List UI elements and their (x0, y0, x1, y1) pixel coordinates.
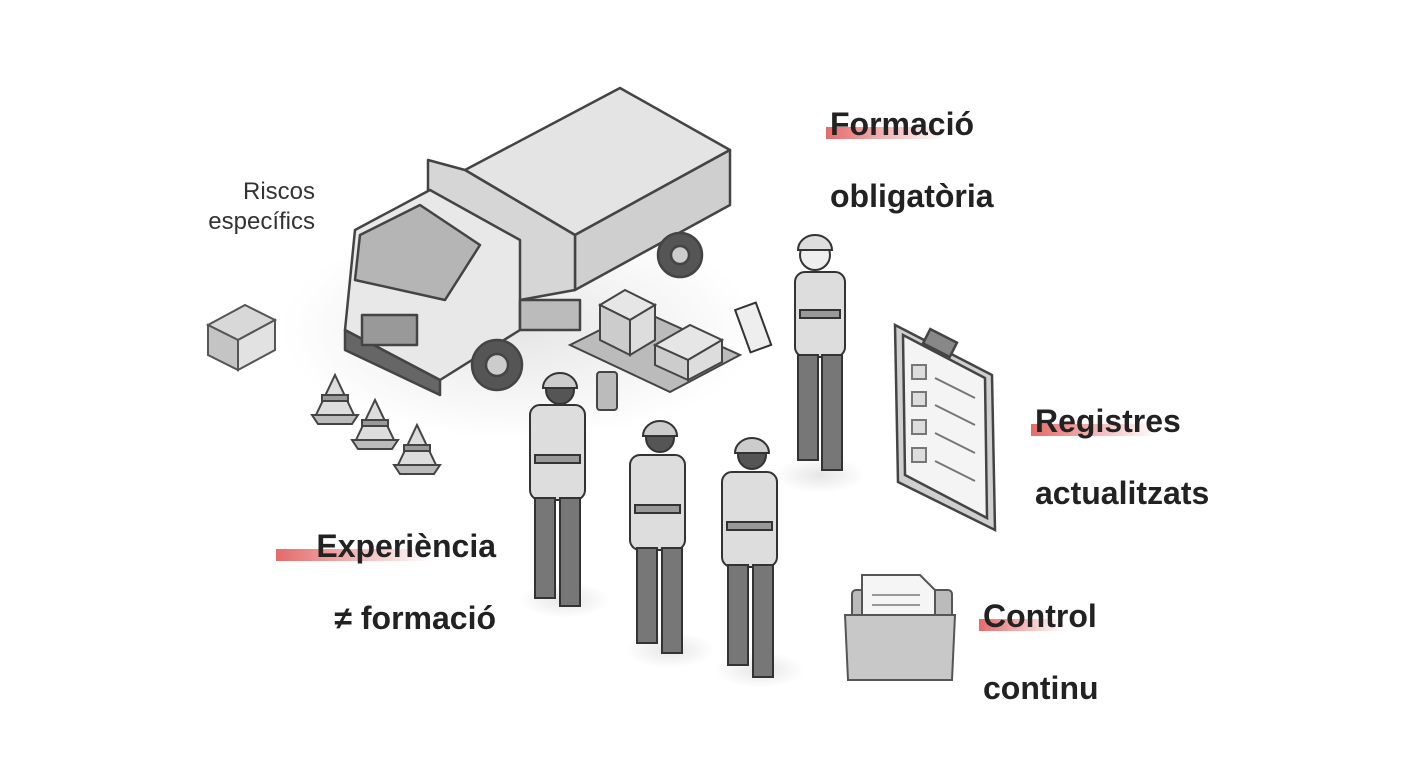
label-risks: Riscos específics (175, 177, 315, 237)
records-line2: actualitzats (1035, 475, 1210, 512)
pallet-boxes-icon (567, 288, 743, 411)
label-records: Registres actualitzats (1030, 403, 1210, 512)
truck-icon (343, 86, 732, 397)
worker-3 (721, 437, 778, 678)
worker-1 (529, 372, 586, 607)
risks-line2: específics (208, 208, 315, 235)
worker-2 (629, 420, 686, 654)
label-control: Control continu (979, 598, 1099, 707)
crate-icon (205, 303, 278, 372)
worker-supervisor (733, 234, 846, 471)
label-training: Formació obligatòria (826, 106, 994, 215)
control-line2: continu (983, 670, 1099, 707)
control-line1: Control (979, 598, 1097, 634)
workers-icon (529, 234, 846, 678)
experience-line2: ≠ formació (334, 600, 496, 637)
training-line2: obligatòria (830, 178, 994, 215)
experience-line1: Experiència (276, 528, 496, 564)
training-line1: Formació (826, 106, 994, 142)
records-line1: Registres (1030, 403, 1209, 439)
traffic-cones-icon (310, 372, 442, 475)
clipboard-checklist-icon (893, 322, 997, 533)
risks-line1: Riscos (242, 178, 315, 205)
folder-document-icon (843, 574, 957, 681)
label-experience: Experiència ≠ formació (276, 528, 496, 637)
